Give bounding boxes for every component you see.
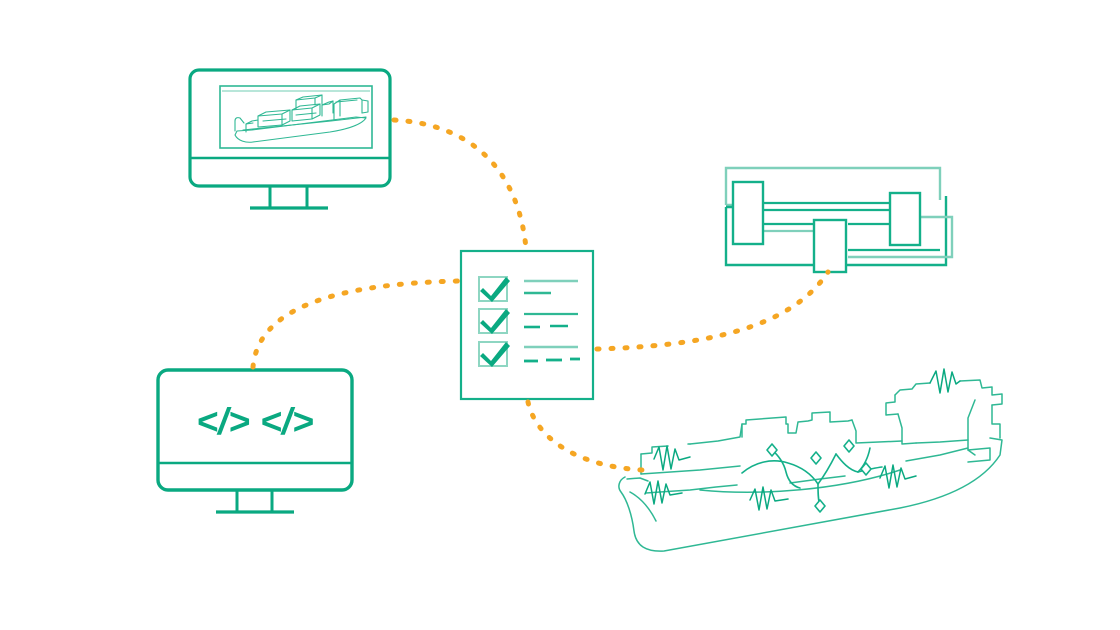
connector-checklist-to-schematic [594,269,831,352]
checklist-document-node[interactable] [459,249,595,401]
ship-break-symbol-lower-mid [749,486,789,511]
ship-lower-deck-line-2 [789,475,846,484]
ship-aft-house-top-right [959,379,1003,406]
code-monitor-node[interactable]: </> </> [156,368,354,514]
ship-aft-house-top-left [894,382,931,396]
design-monitor-screen [219,85,373,149]
checklist-row[interactable] [478,308,578,334]
ship-break-symbol-upper-bow [653,445,691,471]
schematic-outer-upper-pipe [724,166,942,205]
container-ship-render-icon [234,94,369,143]
ship-interior-deck-curve [699,469,901,493]
checkmark-1-icon [480,277,510,302]
ship-forecastle-step [640,445,669,455]
schematic-branch-pipe [848,215,954,259]
piping-schematic-node[interactable] [724,166,954,274]
connector-design-to-checklist [391,117,529,251]
schematic-valve-box-left[interactable] [731,180,765,246]
ship-cable-node-diamond[interactable] [810,451,822,465]
ship-aft-house-left-face [885,394,899,416]
ship-break-symbol-aft-deck [879,464,917,489]
connector-checklist-to-ship [525,399,645,473]
checklist-row[interactable] [478,341,580,367]
connector-code-to-checklist [250,278,461,370]
ship-bow-tip [626,477,649,482]
ship-aft-deck-line [915,439,969,444]
ship-break-symbol-superstructure [929,368,961,394]
ship-aft-platform [967,447,991,463]
ship-house-connector [851,419,903,444]
ship-funnel-profile [967,399,976,456]
ship-cable-node-diamond[interactable] [860,462,872,476]
ship-cable-node-diamond[interactable] [766,443,778,457]
ship-cable-run-4 [835,453,859,473]
code-monitor-bezel [156,368,354,492]
code-glyph-text: </> </> [196,401,313,442]
checkmark-3-icon [480,342,510,367]
schematic-valve-box-right[interactable] [888,191,922,247]
ship-hull-outline [618,437,1003,552]
ship-lower-deck-line-3 [905,447,969,462]
ship-cable-run-2 [771,449,801,489]
ship-cable-node-diamond[interactable] [814,499,826,513]
ship-aft-house-right-face [991,404,1001,439]
design-monitor-node[interactable] [188,68,392,210]
ship-hull-drawing-node[interactable] [618,368,1003,552]
ship-aft-house-lower-left [897,413,917,445]
schematic-valve-box-center[interactable] [812,218,848,274]
ship-bow-inner [629,491,657,522]
ship-sheer-strake [640,465,741,475]
checkmark-2-icon [480,309,510,334]
ship-cable-run-5 [857,447,871,473]
ship-cable-node-diamond[interactable] [843,439,855,453]
ship-cable-run-3 [817,453,837,485]
ship-cable-run-1 [741,460,819,485]
ship-break-symbol-lower-bow [644,480,683,505]
checklist-row[interactable] [478,276,578,302]
